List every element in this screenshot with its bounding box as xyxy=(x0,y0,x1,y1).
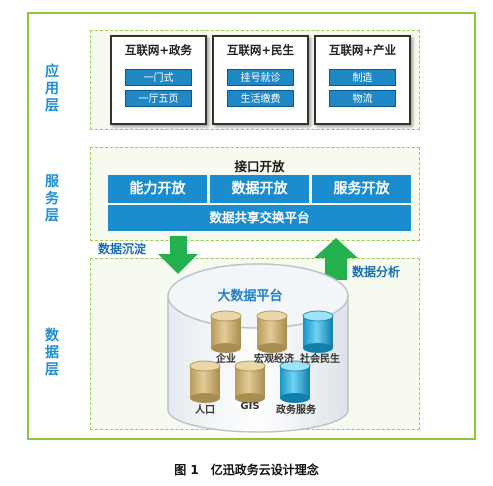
layer-label-service: 服务层 xyxy=(45,174,59,224)
figure-caption: 图 1 亿迅政务云设计理念 xyxy=(174,463,319,477)
db-label-government-service: 政务服务 xyxy=(276,405,316,416)
app-item-bill-payment: 生活缴费 xyxy=(227,90,294,107)
db-label-macro-economy: 宏观经济 xyxy=(254,354,294,365)
app-card-title: 互联网+民生 xyxy=(226,43,295,57)
data-open-block: 数据开放 xyxy=(210,175,309,203)
app-card-government: 互联网+政务 一门式 一厅五页 xyxy=(110,35,207,125)
capability-open-block: 能力开放 xyxy=(108,175,207,203)
data-sedimentation-label: 数据沉淀 xyxy=(98,242,147,256)
db-label-population: 人口 xyxy=(195,405,215,416)
db-label-gis: GIS xyxy=(240,401,260,412)
app-card-title: 互联网+政务 xyxy=(124,43,193,57)
big-data-platform-title: 大数据平台 xyxy=(217,289,283,304)
db-label-enterprise: 企业 xyxy=(216,354,236,365)
service-open-block: 服务开放 xyxy=(312,175,411,203)
app-card-livelihood: 互联网+民生 挂号就诊 生活缴费 xyxy=(212,35,309,125)
app-card-title: 互联网+产业 xyxy=(328,43,397,57)
app-card-industry: 互联网+产业 制造 物流 xyxy=(314,35,411,125)
interface-open-title: 接口开放 xyxy=(234,159,285,174)
app-item-manufacturing: 制造 xyxy=(329,69,396,86)
app-item-one-hall: 一厅五页 xyxy=(125,90,192,107)
layer-label-data: 数据层 xyxy=(45,328,59,378)
app-item-logistics: 物流 xyxy=(329,90,396,107)
db-label-social-livelihood: 社会民生 xyxy=(300,354,340,365)
data-analysis-label: 数据分析 xyxy=(352,265,401,279)
layer-label-application: 应用层 xyxy=(45,64,59,114)
app-item-one-door: 一门式 xyxy=(125,69,192,86)
data-exchange-platform-bar: 数据共享交换平台 xyxy=(108,205,411,231)
app-item-registration: 挂号就诊 xyxy=(227,69,294,86)
